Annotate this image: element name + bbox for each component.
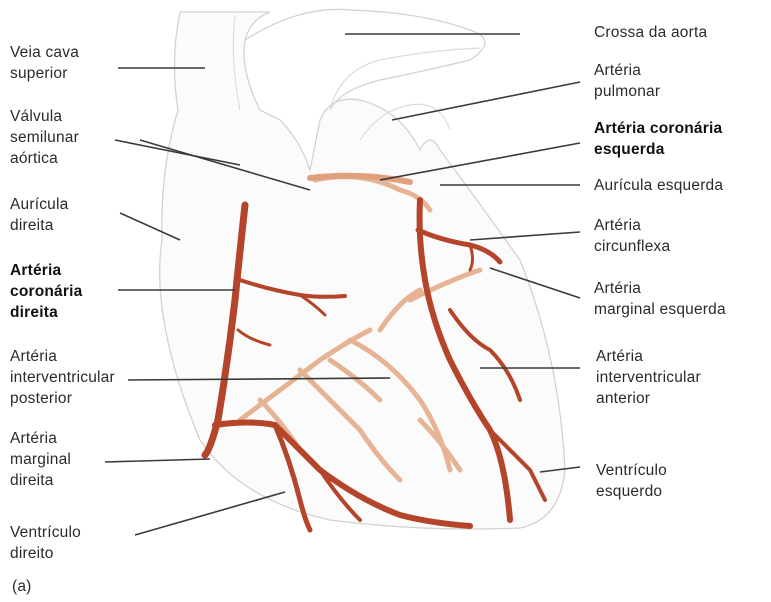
label-ventriculo-esq-line2: esquerdo <box>596 481 667 502</box>
label-arteria-pulmonar-line1: Artéria <box>594 60 660 81</box>
label-coronaria-esquerda: Artéria coronária esquerda <box>594 118 722 160</box>
label-valvula-semilunar: Válvula semilunar aórtica <box>10 106 79 169</box>
label-coronaria-dir-line1: Artéria <box>10 260 82 281</box>
label-veia-cava-line2: superior <box>10 63 79 84</box>
label-auricula-dir-line1: Aurícula <box>10 194 68 215</box>
label-arteria-pulmonar-line2: pulmonar <box>594 81 660 102</box>
label-veia-cava-line1: Veia cava <box>10 42 79 63</box>
label-interv-ant-line3: anterior <box>596 388 701 409</box>
label-auricula-esquerda: Aurícula esquerda <box>594 175 723 196</box>
label-ventriculo-esquerdo: Ventrículo esquerdo <box>596 460 667 502</box>
label-interv-ant-line1: Artéria <box>596 346 701 367</box>
label-coronaria-dir-line2: coronária <box>10 281 82 302</box>
label-marginal-dir-line1: Artéria <box>10 428 71 449</box>
label-interv-post-line2: interventricular <box>10 367 115 388</box>
label-ventriculo-dir-line1: Ventrículo <box>10 522 81 543</box>
label-marginal-direita: Artéria marginal direita <box>10 428 71 491</box>
label-circunflexa-line1: Artéria <box>594 215 670 236</box>
label-interv-post-line1: Artéria <box>10 346 115 367</box>
label-marginal-dir-line2: marginal <box>10 449 71 470</box>
label-ventriculo-esq-line1: Ventrículo <box>596 460 667 481</box>
heart-outline <box>160 9 565 529</box>
label-interventricular-posterior: Artéria interventricular posterior <box>10 346 115 409</box>
label-coronaria-direita: Artéria coronária direita <box>10 260 82 323</box>
label-interv-post-line3: posterior <box>10 388 115 409</box>
panel-label: (a) <box>12 576 32 597</box>
label-marginal-esquerda: Artéria marginal esquerda <box>594 278 726 320</box>
label-marginal-esq-line1: Artéria <box>594 278 726 299</box>
label-auricula-direita: Aurícula direita <box>10 194 68 236</box>
label-coronaria-esq-line1: Artéria coronária <box>594 118 722 139</box>
label-interventricular-anterior: Artéria interventricular anterior <box>596 346 701 409</box>
label-circunflexa: Artéria circunflexa <box>594 215 670 257</box>
label-veia-cava: Veia cava superior <box>10 42 79 84</box>
label-marginal-dir-line3: direita <box>10 470 71 491</box>
label-valvula-line1: Válvula <box>10 106 79 127</box>
label-crossa-aorta: Crossa da aorta <box>594 22 707 43</box>
label-valvula-line2: semilunar <box>10 127 79 148</box>
label-circunflexa-line2: circunflexa <box>594 236 670 257</box>
label-coronaria-esq-line2: esquerda <box>594 139 722 160</box>
label-ventriculo-direito: Ventrículo direito <box>10 522 81 564</box>
label-coronaria-dir-line3: direita <box>10 302 82 323</box>
label-marginal-esq-line2: marginal esquerda <box>594 299 726 320</box>
label-ventriculo-dir-line2: direito <box>10 543 81 564</box>
label-auricula-dir-line2: direita <box>10 215 68 236</box>
label-arteria-pulmonar: Artéria pulmonar <box>594 60 660 102</box>
label-valvula-line3: aórtica <box>10 148 79 169</box>
label-interv-ant-line2: interventricular <box>596 367 701 388</box>
